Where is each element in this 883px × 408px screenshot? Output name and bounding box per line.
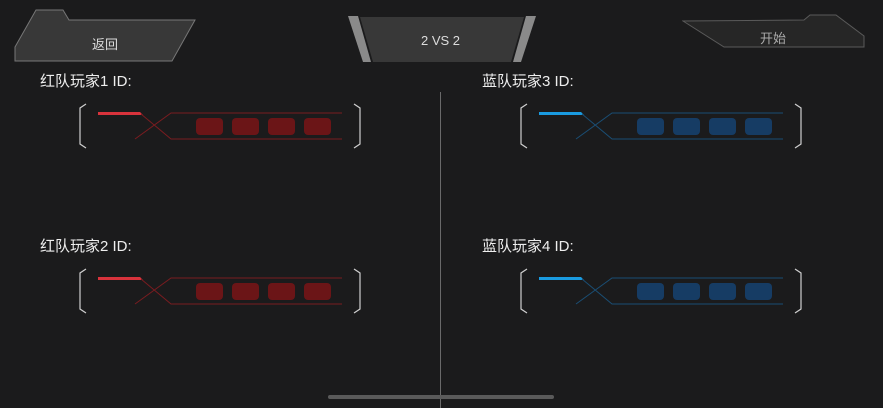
id-input-frame <box>520 268 802 314</box>
cross-line <box>140 278 342 305</box>
id-digit-box <box>745 118 772 135</box>
back-button-shape <box>14 9 196 62</box>
player-1-id-input[interactable] <box>75 102 365 152</box>
cross-line <box>575 277 783 305</box>
cross-line <box>581 278 783 305</box>
cross-line <box>575 112 783 140</box>
mode-title: 2 VS 2 <box>348 16 536 64</box>
accent-bar <box>539 277 584 280</box>
player-3-id-input[interactable] <box>516 102 806 152</box>
id-digit-box <box>709 283 736 300</box>
mode-label: 2 VS 2 <box>421 33 461 48</box>
right-bracket-icon <box>794 268 802 314</box>
id-digit-box <box>196 118 223 135</box>
player-4-id-input[interactable] <box>516 267 806 317</box>
back-button[interactable]: 返回 <box>14 9 198 63</box>
left-bracket-icon <box>79 268 87 314</box>
id-digit-box <box>268 283 295 300</box>
id-digit-box <box>304 283 331 300</box>
id-input-frame <box>79 268 361 314</box>
id-digit-box <box>268 118 295 135</box>
id-digit-box <box>673 283 700 300</box>
id-digit-box <box>232 283 259 300</box>
mode-title-shape <box>348 16 536 62</box>
player-3-label: 蓝队玩家3 ID: <box>482 73 574 90</box>
right-bracket-icon <box>353 268 361 314</box>
cross-line <box>134 277 342 305</box>
start-label: 开始 <box>760 31 787 46</box>
start-button[interactable]: 开始 <box>681 14 866 48</box>
player-2-label: 红队玩家2 ID: <box>40 238 132 255</box>
id-digit-box <box>232 118 259 135</box>
id-digit-box <box>196 283 223 300</box>
id-digit-box <box>709 118 736 135</box>
center-divider <box>440 92 441 408</box>
home-indicator[interactable] <box>328 395 554 399</box>
cross-line <box>140 113 342 140</box>
cross-line <box>134 112 342 140</box>
left-bracket-icon <box>520 268 528 314</box>
player-4-label: 蓝队玩家4 ID: <box>482 238 574 255</box>
back-label: 返回 <box>92 37 119 52</box>
player-2-id-input[interactable] <box>75 267 365 317</box>
id-digit-box <box>673 118 700 135</box>
right-bracket-icon <box>794 103 802 149</box>
id-digit-box <box>745 283 772 300</box>
start-button-shape <box>681 14 865 48</box>
right-bracket-icon <box>353 103 361 149</box>
left-bracket-icon <box>79 103 87 149</box>
left-bracket-icon <box>520 103 528 149</box>
accent-bar <box>98 277 143 280</box>
id-input-frame <box>79 103 361 149</box>
id-digit-box <box>637 118 664 135</box>
accent-bar <box>539 112 584 115</box>
cross-line <box>581 113 783 140</box>
id-input-frame <box>520 103 802 149</box>
id-digit-box <box>304 118 331 135</box>
id-digit-box <box>637 283 664 300</box>
accent-bar <box>98 112 143 115</box>
player-1-label: 红队玩家1 ID: <box>40 73 132 90</box>
